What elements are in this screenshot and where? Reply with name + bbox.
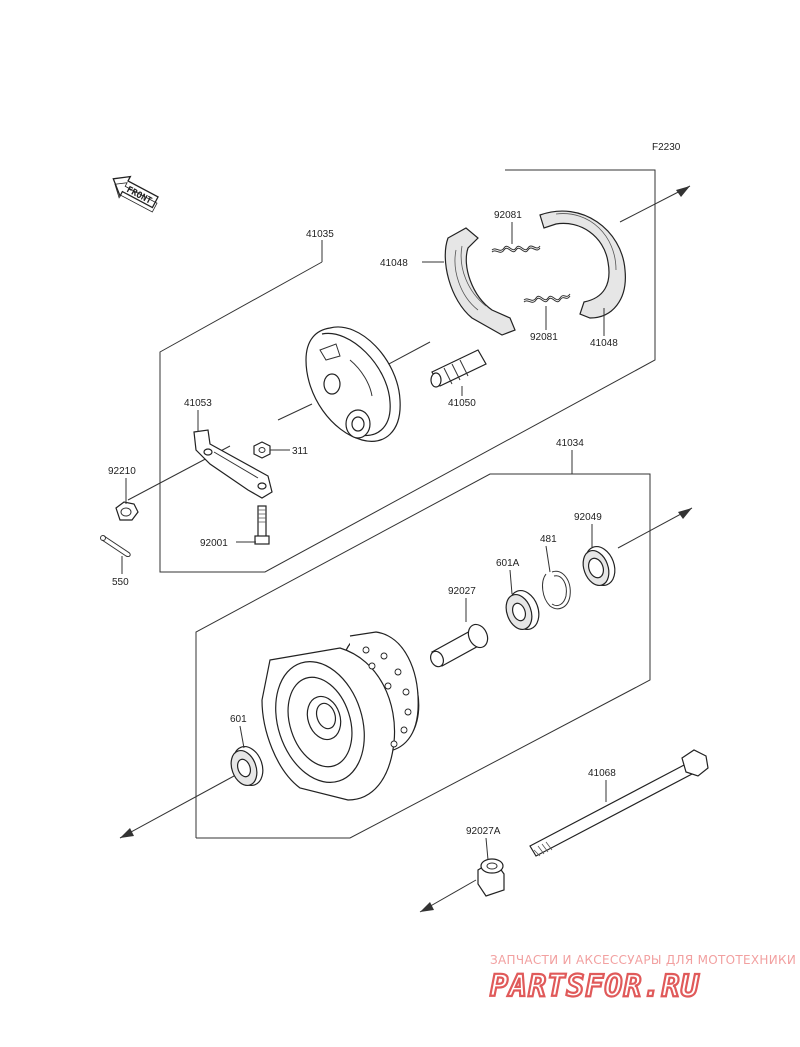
- front-arrow-icon: FRONT: [112, 175, 159, 213]
- part-label-601A: 601A: [496, 558, 520, 569]
- part-label-601: 601: [230, 714, 247, 725]
- part-label-41053: 41053: [184, 398, 212, 409]
- nut-311: [253, 441, 271, 459]
- watermark-tagline: ЗАПЧАСТИ И АКСЕССУАРЫ ДЛЯ МОТОТЕХНИКИ: [490, 953, 796, 967]
- spacer-92027: [429, 623, 489, 668]
- circlip-481: [542, 570, 571, 610]
- part-label-92027: 92027: [448, 586, 476, 597]
- axle-41068: [529, 749, 709, 857]
- part-label-311: 311: [292, 446, 308, 457]
- collar-92027A: [477, 858, 505, 897]
- bearing-601A: [505, 590, 540, 631]
- part-label-92049: 92049: [574, 512, 602, 523]
- spring-lower: [523, 293, 571, 303]
- part-label-41048-left: 41048: [380, 258, 408, 269]
- part-label-92081-lower: 92081: [530, 332, 558, 343]
- brake-shoe-left: [444, 227, 516, 336]
- bearing-601: [230, 746, 264, 787]
- diagram-code: F2230: [652, 142, 681, 153]
- part-label-41048-right: 41048: [590, 338, 618, 349]
- part-labels: 41035 92081 41048 92081 41048 41050 4105…: [108, 210, 618, 837]
- leader-lines: [121, 222, 607, 861]
- spring-upper: [491, 245, 541, 253]
- part-label-41050: 41050: [448, 398, 476, 409]
- brake-panel: [305, 326, 401, 442]
- part-label-92027A: 92027A: [466, 826, 501, 837]
- watermark: ЗАПЧАСТИ И АКСЕССУАРЫ ДЛЯ МОТОТЕХНИКИ PA…: [489, 953, 796, 1005]
- part-label-92081-upper: 92081: [494, 210, 522, 221]
- part-label-92001: 92001: [200, 538, 228, 549]
- seal-92049: [582, 546, 616, 587]
- bolt-92001: [254, 505, 270, 545]
- brake-lever: [193, 429, 273, 499]
- part-label-92210: 92210: [108, 466, 136, 477]
- part-label-550: 550: [112, 577, 129, 588]
- part-label-41035: 41035: [306, 229, 334, 240]
- part-label-41034: 41034: [556, 438, 584, 449]
- brake-cam: [430, 349, 487, 388]
- assembly-frame-41034: [195, 473, 651, 839]
- nut-92210: [115, 501, 139, 521]
- cotter-pin-550: [100, 535, 131, 557]
- watermark-brand: PARTSFOR.RU: [490, 969, 700, 1004]
- wheel-hub: [261, 631, 420, 801]
- part-label-481: 481: [540, 534, 557, 545]
- brake-shoe-right: [539, 210, 626, 319]
- assembly-frame-41035: [159, 169, 656, 573]
- part-label-41068: 41068: [588, 768, 616, 779]
